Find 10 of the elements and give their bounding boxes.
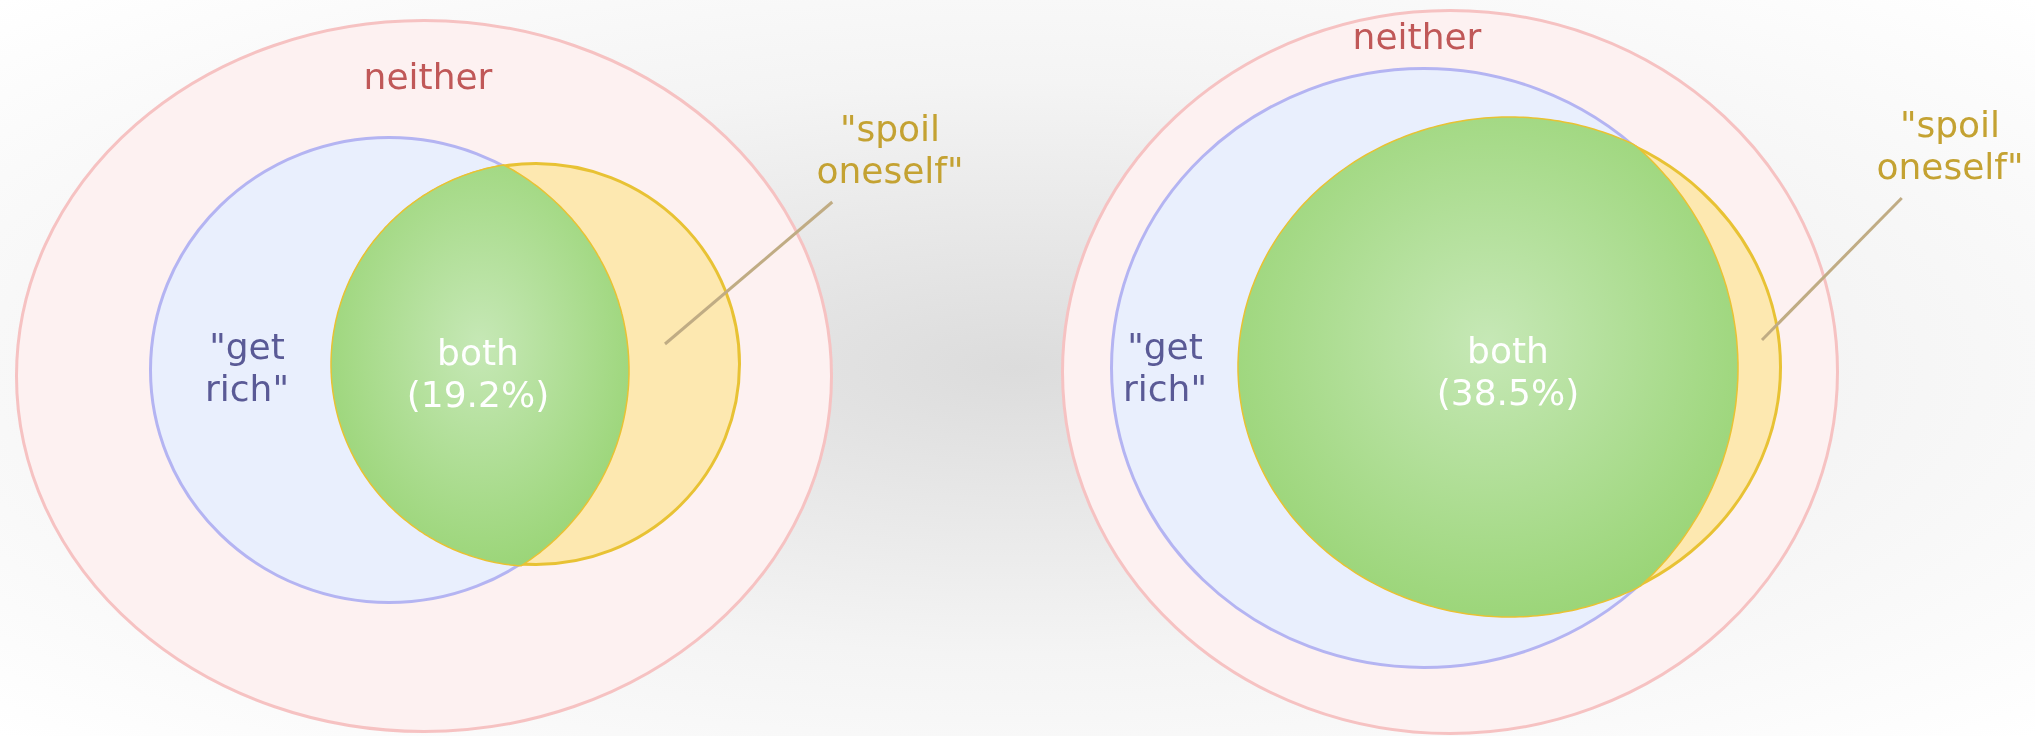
callout-text: "spoil oneself" — [1875, 104, 2025, 188]
callout-text: "spoil oneself" — [815, 108, 965, 192]
region-label: neither — [1351, 16, 1483, 58]
set-label: "get rich" — [204, 326, 290, 410]
region-label: neither — [362, 56, 494, 98]
intersection-label: both (19.2%) — [405, 332, 551, 416]
leader-line — [1760, 196, 1903, 342]
intersection-label: both (38.5%) — [1435, 330, 1581, 414]
set-label: "get rich" — [1122, 326, 1208, 410]
leader-line — [664, 200, 834, 346]
